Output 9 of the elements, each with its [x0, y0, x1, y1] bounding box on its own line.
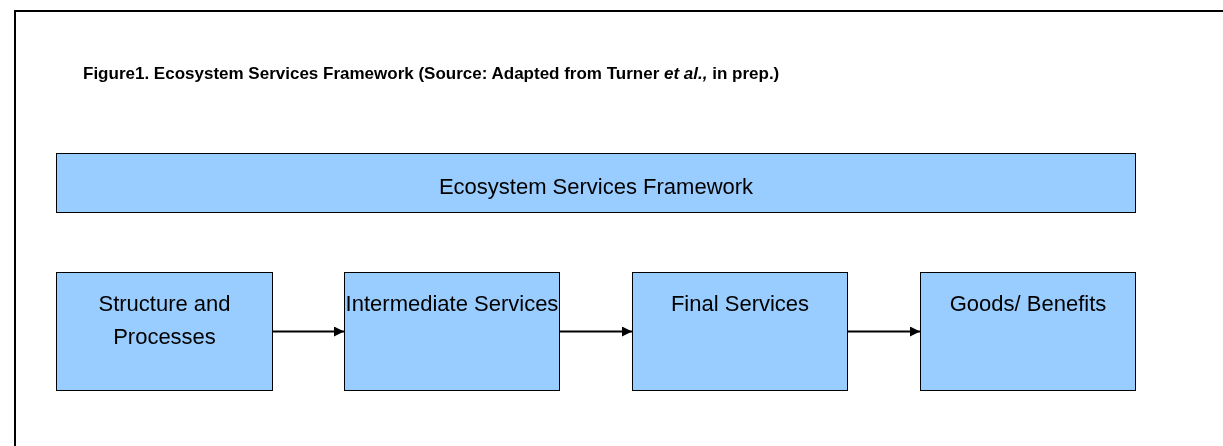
framework-banner: Ecosystem Services Framework: [56, 153, 1136, 213]
process-box: Intermediate Services: [344, 272, 560, 391]
arrow: [272, 326, 345, 337]
figure-title: Figure1. Ecosystem Services Framework (Source: Adapted from Turner et al., in prep.): [83, 64, 780, 84]
arrow: [847, 326, 921, 337]
process-box: Structure and Processes: [56, 272, 273, 391]
arrow: [559, 326, 633, 337]
process-box: Goods/ Benefits: [920, 272, 1136, 391]
process-box: Final Services: [632, 272, 848, 391]
